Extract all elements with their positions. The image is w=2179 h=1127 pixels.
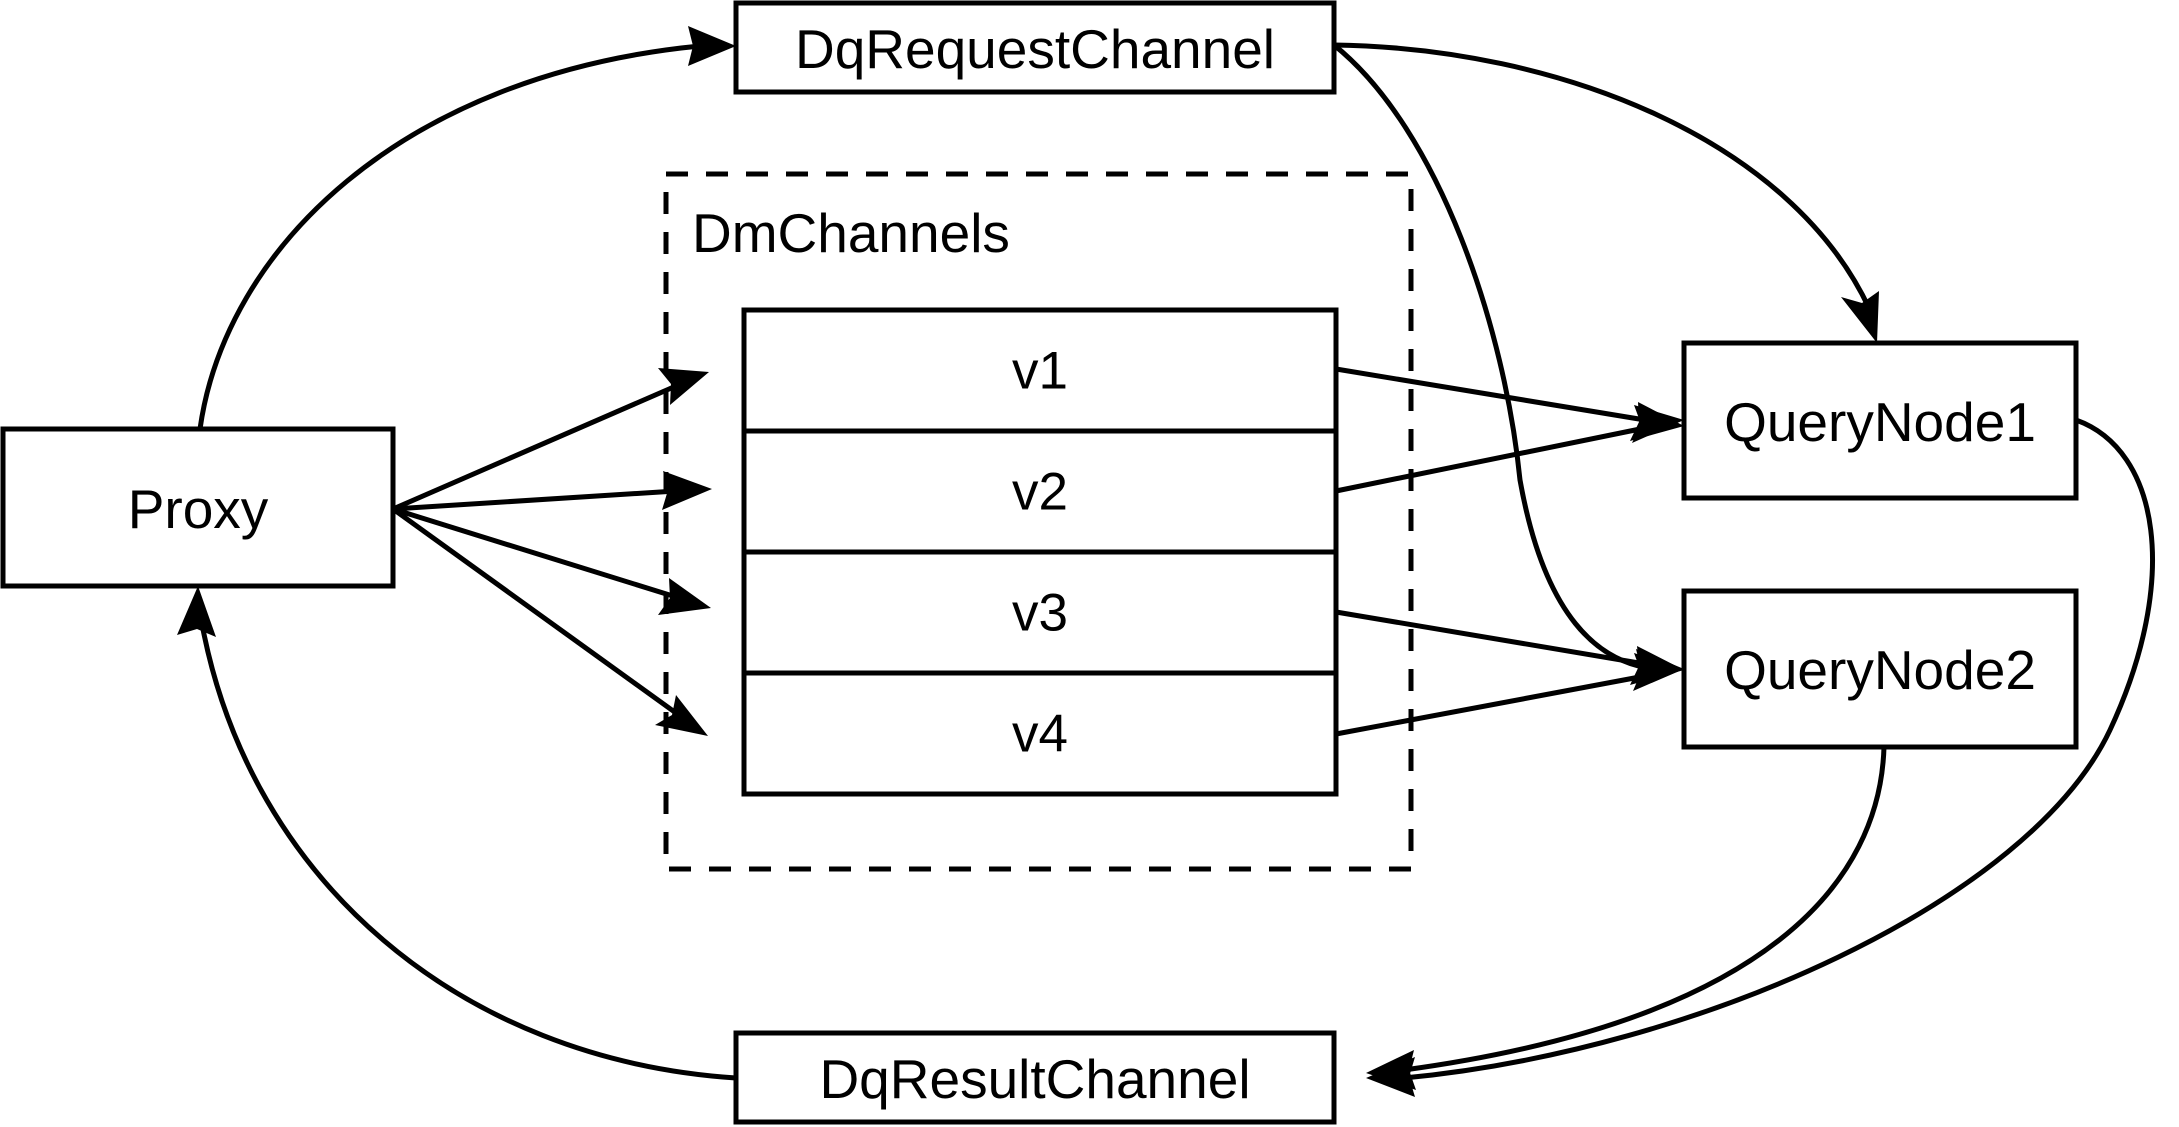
node-query-node-2[interactable]: [1681, 588, 2079, 750]
node-proxy-label: Proxy: [128, 478, 269, 540]
node-query-node-1[interactable]: [1681, 340, 2079, 501]
edge-proxy-to-v3: [392, 506, 677, 600]
edge-proxy-to-v4: [391, 506, 678, 716]
edge-proxy-to-v2: [392, 488, 677, 512]
edge-v2-to-query-node-1: [1335, 425, 1646, 494]
edge-dq-request-channel-to-query-node-2: [1332, 43, 1649, 671]
edge-query-node-2-to-dq-result-channel: [1403, 746, 1887, 1073]
arrowhead-dq-result-channel-to-proxy: [177, 586, 216, 637]
dm-channels-group-label: DmChannels: [692, 202, 1010, 264]
arrowhead-proxy-to-v1: [658, 368, 709, 405]
edge-v1-to-query-node-1: [1335, 366, 1646, 423]
arrowhead-dq-request-channel-to-query-node-1: [1841, 291, 1879, 343]
node-query-node-2-label: QueryNode2: [1724, 639, 2036, 701]
dm-channels-group-box: [663, 171, 1414, 872]
arrowhead-proxy-to-dq-request-channel: [688, 26, 736, 66]
channel-row-v2[interactable]: v2: [1012, 463, 1068, 522]
edge-v3-to-query-node-2: [1335, 609, 1646, 667]
arrowhead-proxy-to-v3: [658, 578, 711, 615]
edge-proxy-to-v1: [392, 383, 677, 512]
edge-dq-request-channel-to-query-node-1: [1333, 42, 1872, 310]
arrowhead-proxy-to-v2: [662, 471, 712, 510]
arrowhead-v4-to-query-node-2: [1633, 653, 1684, 691]
node-dq-result-channel[interactable]: [733, 1030, 1337, 1125]
edge-v4-to-query-node-2: [1335, 673, 1646, 737]
arrowhead-proxy-to-v4: [655, 695, 708, 736]
edge-proxy-to-dq-request-channel: [197, 43, 701, 430]
arrowhead-query-node-2-to-dq-result-channel: [1366, 1050, 1416, 1090]
node-dq-request-channel-label: DqRequestChannel: [795, 18, 1275, 80]
arrowhead-v2-to-query-node-1: [1632, 405, 1684, 443]
edge-dq-result-channel-to-proxy: [199, 623, 737, 1081]
channel-row-v4[interactable]: v4: [1012, 705, 1068, 764]
node-query-node-1-label: QueryNode1: [1724, 391, 2036, 453]
edge-query-node-1-to-dq-result-channel: [1403, 417, 2155, 1081]
channel-row-v3[interactable]: v3: [1012, 584, 1068, 643]
channel-row-v1[interactable]: v1: [1012, 342, 1068, 401]
node-dq-result-channel-label: DqResultChannel: [819, 1048, 1250, 1110]
